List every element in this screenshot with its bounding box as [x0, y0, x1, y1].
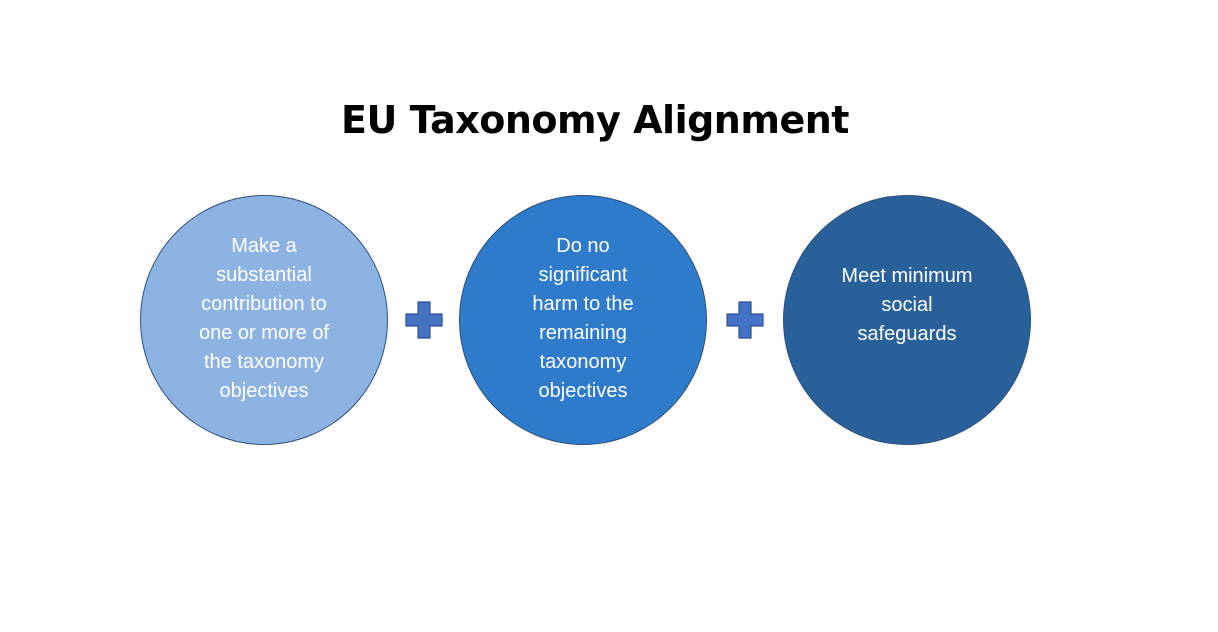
circle-label-substantial-contribution: Make a substantial contribution to one o…: [198, 235, 330, 402]
plus-icon: [405, 301, 443, 339]
diagram-title: EU Taxonomy Alignment: [341, 98, 849, 142]
objective-circle-substantial-contribution: Make a substantial contribution to one o…: [140, 195, 388, 445]
circle-label-minimum-safeguards: Meet minimum social safeguards: [841, 264, 973, 345]
plus-icon: [726, 301, 764, 339]
objective-circle-minimum-safeguards: Meet minimum social safeguards: [783, 195, 1031, 445]
objective-circle-do-no-significant-harm: Do no significant harm to the remaining …: [459, 195, 707, 445]
circle-label-do-no-significant-harm: Do no significant harm to the remaining …: [532, 235, 634, 402]
